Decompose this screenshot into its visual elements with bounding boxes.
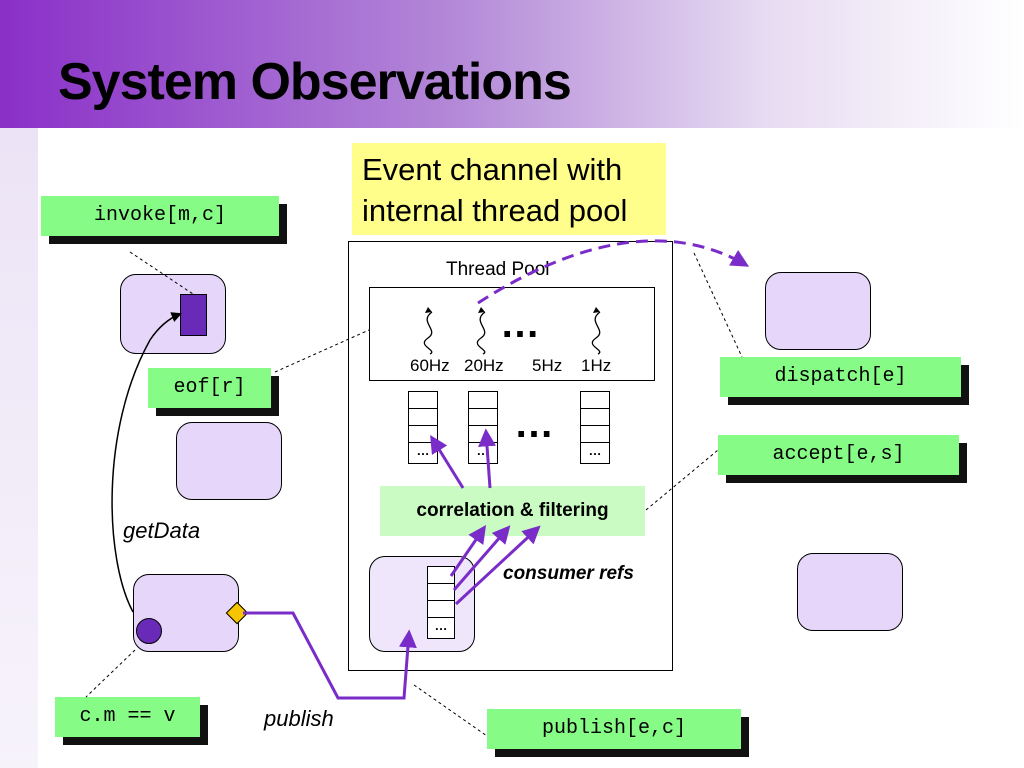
publish-edge-label: publish: [264, 706, 334, 731]
note-line-1: Event channel with: [362, 152, 623, 187]
queue-cell-marker: …: [434, 618, 448, 633]
thread-squiggle-60hz: [423, 311, 433, 355]
thread-squiggle-1hz: [591, 311, 601, 355]
getdata-arrow: [111, 312, 182, 613]
rate-label-1hz: 1Hz: [581, 356, 612, 375]
thread-pool-box: [369, 287, 655, 381]
consumer-refs-label: consumer refs: [503, 563, 634, 584]
consumer-ref-arrow-1: [449, 525, 487, 577]
publish-arrow: [243, 611, 417, 700]
condition-tag: c.m == v: [55, 697, 200, 737]
publish-tag: publish[e,c]: [487, 709, 741, 749]
queue-ellipsis: …: [514, 402, 558, 446]
consumer-refs-queue: …: [427, 566, 455, 639]
thread-ellipsis: …: [500, 302, 544, 346]
consumer-component-2: [797, 553, 903, 631]
event-queue-2: …: [468, 391, 498, 464]
thread-pool-label: Thread Pool: [446, 259, 550, 280]
thread-squiggle-20hz: [476, 311, 486, 355]
rate-label-60hz: 60Hz: [410, 356, 450, 375]
queue-cell-marker: …: [588, 443, 602, 458]
thread-head-20hz: [478, 307, 485, 313]
dispatch-arc-arrow: [477, 239, 750, 305]
thread-head-60hz: [425, 307, 432, 313]
consumer-ref-arrow-2: [452, 525, 511, 591]
event-queue-3: …: [580, 391, 610, 464]
dispatch-leader-line: [693, 252, 743, 358]
accept-leader-line: [645, 449, 719, 511]
eof-tag: eof[r]: [148, 368, 271, 408]
rate-label-5hz: 5Hz: [532, 356, 563, 375]
publish-leader-line: [413, 684, 488, 737]
condition-leader-line: [85, 649, 136, 698]
getdata-edge-label: getData: [123, 518, 201, 543]
thread-head-1hz: [593, 307, 600, 313]
left-decor-strip: [0, 128, 38, 768]
rate-label-20hz: 20Hz: [464, 356, 504, 375]
consumer-ref-arrow-3: [454, 525, 541, 606]
receptacle-circle-icon: [136, 618, 162, 644]
slide-title: System Observations: [58, 53, 572, 111]
queue-cell-marker: …: [416, 443, 430, 458]
consumer-component-1: [765, 272, 871, 350]
accept-tag: accept[e,s]: [718, 435, 959, 475]
filter-to-queue-2-arrow: [478, 428, 497, 489]
invoke-leader-line: [129, 251, 194, 295]
eof-leader-line: [274, 329, 370, 373]
component-box-2: [176, 422, 282, 500]
filter-to-queue-1-arrow: [430, 434, 465, 489]
title-band: [0, 0, 1024, 128]
dispatch-tag: dispatch[e]: [720, 357, 961, 397]
note-line-2: internal thread pool: [362, 193, 628, 228]
invoke-tag: invoke[m,c]: [41, 196, 279, 236]
event-channel-note: Event channel with internal thread pool: [352, 143, 666, 235]
correlation-filtering-box: correlation & filtering: [380, 486, 645, 536]
